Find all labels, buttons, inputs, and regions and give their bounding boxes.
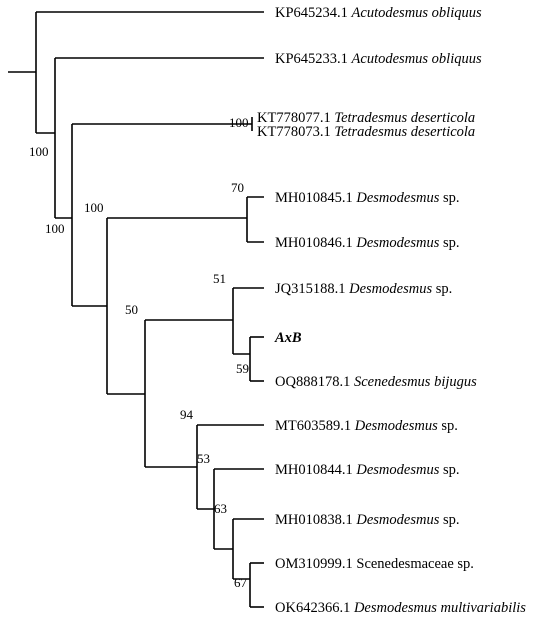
leaf-label: KP645234.1 Acutodesmus obliquus — [275, 5, 482, 21]
support-values: 100 100 100 100 70 50 51 59 94 53 63 67 — [29, 115, 249, 590]
leaf-taxon-suffix: sp. — [439, 190, 459, 206]
leaf-label: OK642366.1 Desmodesmus multivariabilis — [275, 600, 526, 616]
leaf-label: MH010845.1 Desmodesmus sp. — [275, 190, 460, 206]
leaf-taxon: Desmodesmus — [355, 190, 439, 206]
leaf-taxon: AxB — [274, 330, 302, 346]
support-value: 100 — [229, 115, 249, 130]
leaf-accession: JQ315188.1 — [275, 281, 349, 297]
leaf-label: MH010846.1 Desmodesmus sp. — [275, 235, 460, 251]
support-value: 100 — [29, 144, 49, 159]
leaf-taxon: Tetradesmus deserticola — [334, 124, 475, 140]
leaf-taxon: Desmodesmus — [348, 281, 432, 297]
support-value: 59 — [236, 361, 249, 376]
leaf-taxon-suffix: sp. — [439, 235, 459, 251]
leaf-taxon-suffix: sp. — [439, 512, 459, 528]
support-value: 100 — [84, 200, 104, 215]
leaf-accession: OK642366.1 — [275, 600, 354, 616]
leaf-accession: MH010844.1 — [275, 462, 356, 478]
leaf-taxon: Desmodesmus multivariabilis — [353, 600, 526, 616]
leaf-taxon-suffix: sp. — [439, 462, 459, 478]
leaf-taxon-suffix: sp. — [432, 281, 452, 297]
leaf-label: KT778077.1 Tetradesmus deserticola — [257, 110, 475, 126]
leaf-accession: OQ888178.1 — [275, 374, 354, 390]
leaf-label: KT778073.1 Tetradesmus deserticola — [257, 124, 475, 140]
leaf-label: AxB — [274, 330, 302, 346]
leaf-label: KP645233.1 Acutodesmus obliquus — [275, 51, 482, 67]
support-value: 51 — [213, 271, 226, 286]
support-value: 94 — [180, 407, 194, 422]
leaf-accession: MH010838.1 — [275, 512, 356, 528]
support-value: 67 — [234, 575, 248, 590]
leaf-taxon: Desmodesmus — [355, 462, 439, 478]
leaf-taxon: Acutodesmus obliquus — [351, 5, 482, 21]
leaf-label: MH010844.1 Desmodesmus sp. — [275, 462, 460, 478]
leaf-labels: KP645234.1 Acutodesmus obliquusKP645233.… — [257, 5, 526, 616]
leaf-label: OM310999.1 Scenedesmaceae sp. — [275, 556, 474, 572]
leaf-taxon: Desmodesmus — [354, 418, 438, 434]
leaf-accession: KT778077.1 — [257, 110, 334, 126]
leaf-accession: OM310999.1 — [275, 556, 356, 572]
leaf-taxon: Desmodesmus — [355, 235, 439, 251]
leaf-accession: MH010846.1 — [275, 235, 356, 251]
leaf-taxon: Tetradesmus deserticola — [334, 110, 475, 126]
support-value: 63 — [214, 501, 227, 516]
leaf-taxon: Acutodesmus obliquus — [351, 51, 482, 67]
leaf-label: MH010838.1 Desmodesmus sp. — [275, 512, 460, 528]
leaf-label: JQ315188.1 Desmodesmus sp. — [275, 281, 452, 297]
leaf-accession: MH010845.1 — [275, 190, 356, 206]
support-value: 70 — [231, 180, 244, 195]
support-value: 100 — [45, 221, 65, 236]
leaf-accession: KP645234.1 — [275, 5, 352, 21]
leaf-taxon: Desmodesmus — [355, 512, 439, 528]
tree-branches — [8, 11, 264, 608]
leaf-accession: KT778073.1 — [257, 124, 334, 140]
support-value: 53 — [197, 451, 210, 466]
leaf-taxon: Scenedesmaceae sp. — [356, 556, 474, 572]
leaf-label: MT603589.1 Desmodesmus sp. — [275, 418, 458, 434]
leaf-taxon: Scenedesmus bijugus — [354, 374, 477, 390]
leaf-label: OQ888178.1 Scenedesmus bijugus — [275, 374, 477, 390]
leaf-taxon-suffix: sp. — [438, 418, 458, 434]
support-value: 50 — [125, 302, 138, 317]
leaf-accession: MT603589.1 — [275, 418, 355, 434]
leaf-accession: KP645233.1 — [275, 51, 352, 67]
